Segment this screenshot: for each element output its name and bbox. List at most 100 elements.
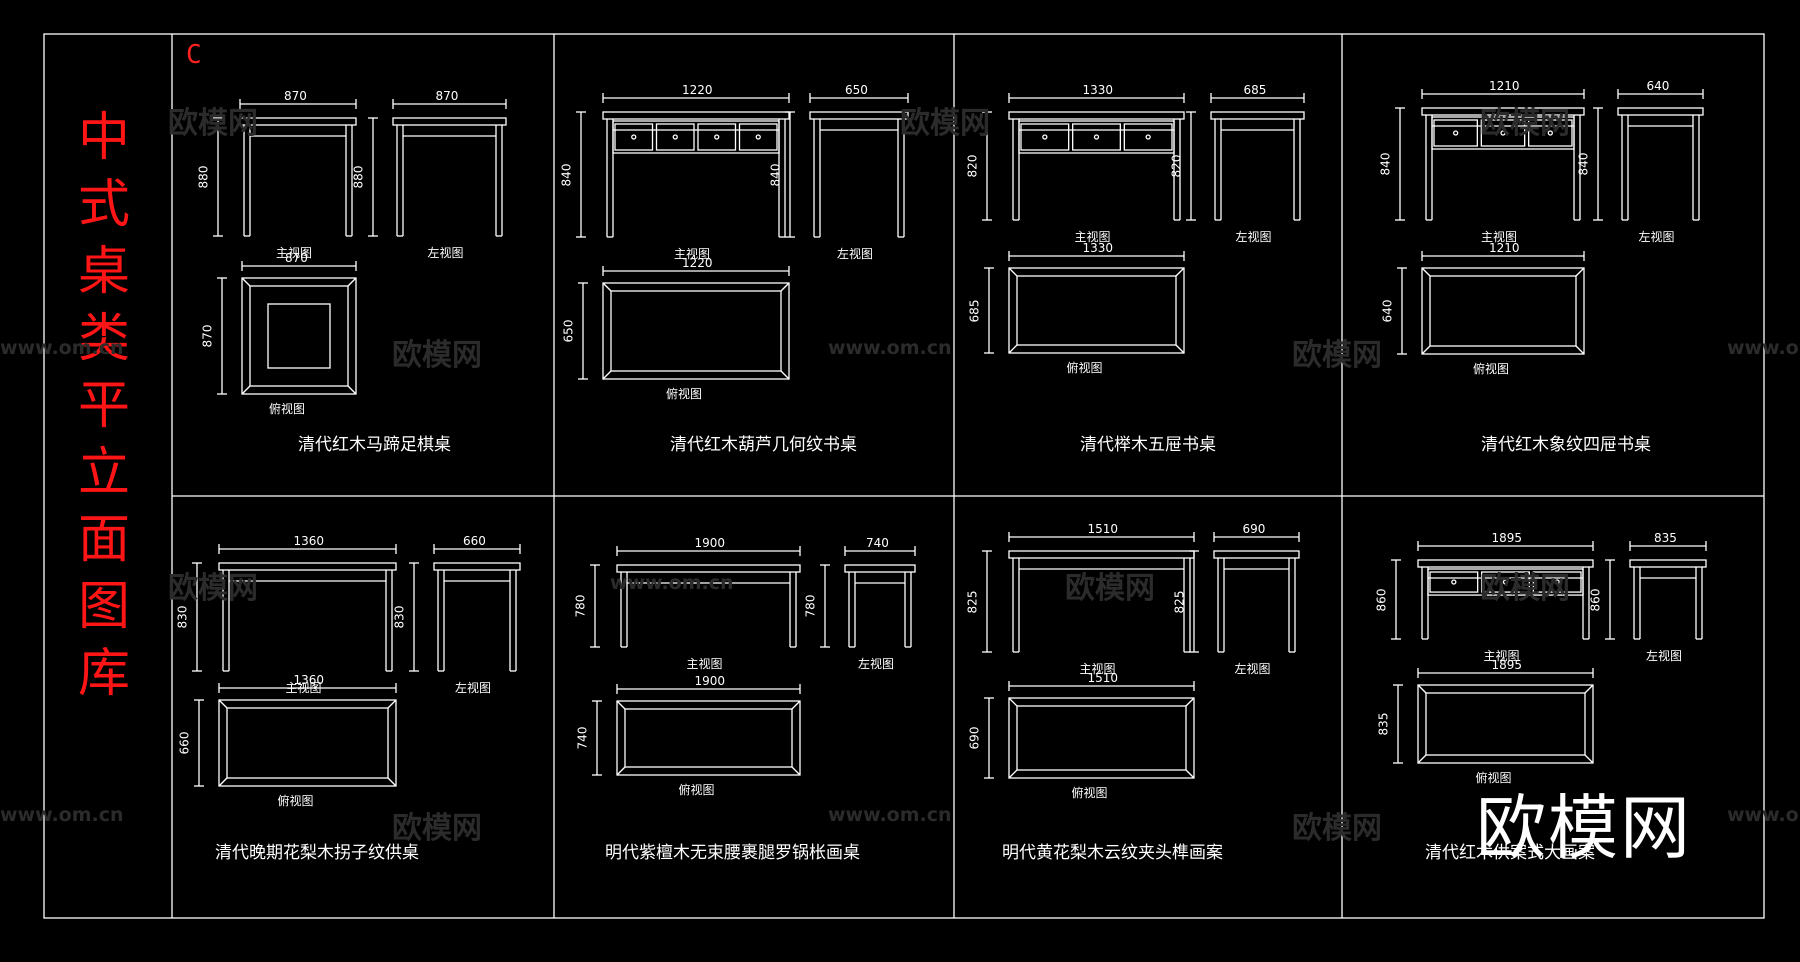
dimension-value: 685 <box>967 299 982 322</box>
table-1-plan-center <box>267 303 331 369</box>
table-3-plan-inner <box>1016 275 1177 346</box>
table-name: 清代红木马蹄足棋桌 <box>298 435 451 455</box>
dimension-value: 1330 <box>1082 83 1114 97</box>
table-4-plan-outer <box>1421 267 1585 355</box>
table-6-plan-miter <box>616 700 626 710</box>
page-title-char: 类 <box>77 309 130 369</box>
table-3-front-drawer-frame <box>1018 120 1175 154</box>
table-2-front-drawer <box>738 123 778 151</box>
dimension-value: 870 <box>435 89 459 103</box>
table-2-front-drawer <box>614 123 654 151</box>
table-3-front-drawer <box>1072 123 1121 151</box>
page-title-char: 库 <box>77 644 130 704</box>
dimension-value: 1360 <box>293 673 325 687</box>
table-4-side-top <box>1617 107 1704 116</box>
brand-logo: 欧模网 <box>1476 787 1692 869</box>
watermark: 欧模网 <box>1292 811 1382 846</box>
dimension-value: 690 <box>1242 522 1266 536</box>
page-title-char: 图 <box>77 577 130 637</box>
table-2-front-top <box>602 111 790 120</box>
table-1-plan-inner <box>249 285 349 387</box>
table-2-front-drawer-frame <box>612 120 780 154</box>
table-3-front-drawer-handle <box>1145 134 1151 140</box>
table-5-side-top <box>433 562 521 571</box>
table-4-plan-miter <box>1421 345 1431 355</box>
table-4-front-drawer <box>1480 119 1526 147</box>
dimension-value: 1360 <box>293 534 325 548</box>
table-5-plan-miter <box>218 699 228 709</box>
main-view-label: 主视图 <box>674 247 711 261</box>
table-6-front-top <box>616 564 801 573</box>
watermark-url: www.om.cn <box>828 337 952 359</box>
top-view-label: 俯视图 <box>1475 771 1512 785</box>
dimension-value: 825 <box>1172 590 1187 613</box>
main-view-label: 主视图 <box>285 681 322 695</box>
dimension-value: 690 <box>967 726 982 750</box>
top-view-label: 俯视图 <box>678 783 715 797</box>
dimension-value: 820 <box>965 154 980 178</box>
dimension-value: 1330 <box>1082 241 1114 255</box>
dimension-value: 740 <box>866 536 889 550</box>
table-2-side-top <box>809 111 909 120</box>
dimension-value: 1900 <box>694 536 726 550</box>
table-4-front-drawer-frame <box>1431 116 1575 150</box>
dimension-value: 1220 <box>682 256 713 270</box>
table-8-front-drawer <box>1481 571 1530 593</box>
left-view-label: 左视图 <box>858 657 895 671</box>
table-1-plan-miter <box>241 385 251 395</box>
table-3-front-top <box>1008 111 1185 120</box>
left-view-label: 左视图 <box>1235 230 1272 244</box>
watermark: 欧模网 <box>1292 338 1382 373</box>
dimension-value: 1210 <box>1489 241 1520 255</box>
dimension-value: 860 <box>1374 588 1389 611</box>
table-6-plan-miter <box>616 766 626 776</box>
watermark-url: www.om.cn <box>0 337 124 359</box>
watermark-url: www.om.cn <box>610 572 734 594</box>
table-4-plan-miter <box>1421 267 1431 277</box>
dimension-value: 1895 <box>1491 531 1523 545</box>
table-5-plan-miter <box>387 777 397 787</box>
table-8-side-top <box>1629 559 1707 568</box>
table-3-front-drawer-handle <box>1093 134 1100 140</box>
table-8-plan-outer <box>1417 684 1594 764</box>
watermark: 欧模网 <box>392 811 482 846</box>
left-view-label: 左视图 <box>1638 230 1675 244</box>
main-view-label: 主视图 <box>1483 649 1520 663</box>
watermark: 欧模网 <box>1480 106 1570 141</box>
table-3-plan-miter <box>1008 344 1018 354</box>
watermark: 欧模网 <box>168 571 258 606</box>
dimension-value: 840 <box>1378 152 1393 176</box>
top-view-label: 俯视图 <box>1473 362 1510 376</box>
table-8-front-top <box>1417 559 1594 568</box>
table-name: 明代紫檀木无束腰裹腿罗锅枨画桌 <box>605 843 860 863</box>
dimension-value: 870 <box>284 89 307 103</box>
table-2-plan-miter <box>602 370 612 380</box>
watermark-url: www.om.cn <box>0 804 124 826</box>
top-view-label: 俯视图 <box>1071 786 1108 800</box>
left-view-label: 左视图 <box>427 246 464 260</box>
table-1-plan-miter <box>347 277 357 287</box>
dimension-value: 840 <box>1576 152 1591 176</box>
dimension-value: 640 <box>1380 299 1395 323</box>
table-8-front-drawer-handle <box>1502 579 1509 585</box>
watermark: 欧模网 <box>1065 571 1155 606</box>
table-2-front-drawer <box>655 123 695 151</box>
top-view-label: 俯视图 <box>1066 361 1103 375</box>
table-1-plan-miter <box>347 385 357 395</box>
table-3-plan-miter <box>1008 267 1018 277</box>
left-view-label: 左视图 <box>837 247 874 261</box>
dimension-value: 660 <box>177 731 192 755</box>
page-title-char: 桌 <box>77 242 130 302</box>
table-4-front-drawer <box>1433 119 1478 147</box>
table-5-plan-miter <box>218 777 228 787</box>
table-5-plan-outer <box>218 699 397 787</box>
dimension-value: 650 <box>845 83 868 97</box>
table-8-front-drawer-handle <box>1554 579 1560 585</box>
dimension-value: 820 <box>1169 154 1184 178</box>
table-2-plan-inner <box>610 290 782 372</box>
table-5-front-top <box>218 562 397 571</box>
page-title-char: 式 <box>77 175 130 235</box>
table-2-front-drawer-handle <box>672 134 678 140</box>
watermark-url: www.om.cn <box>1727 337 1800 359</box>
main-view-label: 主视图 <box>1074 230 1111 244</box>
